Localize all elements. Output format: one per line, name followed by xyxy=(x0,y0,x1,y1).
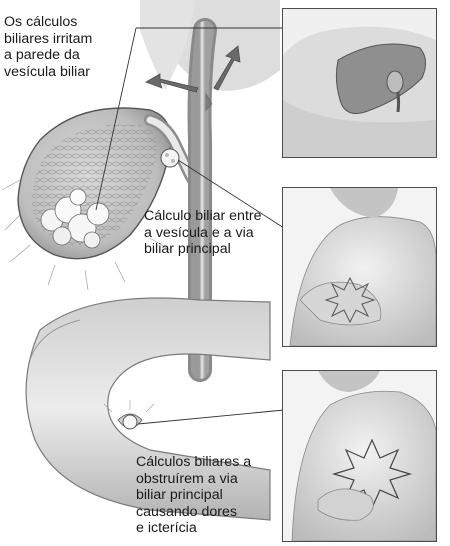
callout-obstruction: Cálculos biliares a obstruírem a via bil… xyxy=(136,454,286,537)
callout-irritation: Os cálculos biliares irritam a parede da… xyxy=(4,14,154,80)
panel-pain-view xyxy=(282,187,437,347)
callout-stone-between: Cálculo biliar entre a vesícula e a via … xyxy=(144,208,294,258)
stone-in-cystic-duct xyxy=(161,149,179,167)
panel-liver-view xyxy=(282,8,437,158)
panel-severe-pain-view xyxy=(282,370,437,542)
